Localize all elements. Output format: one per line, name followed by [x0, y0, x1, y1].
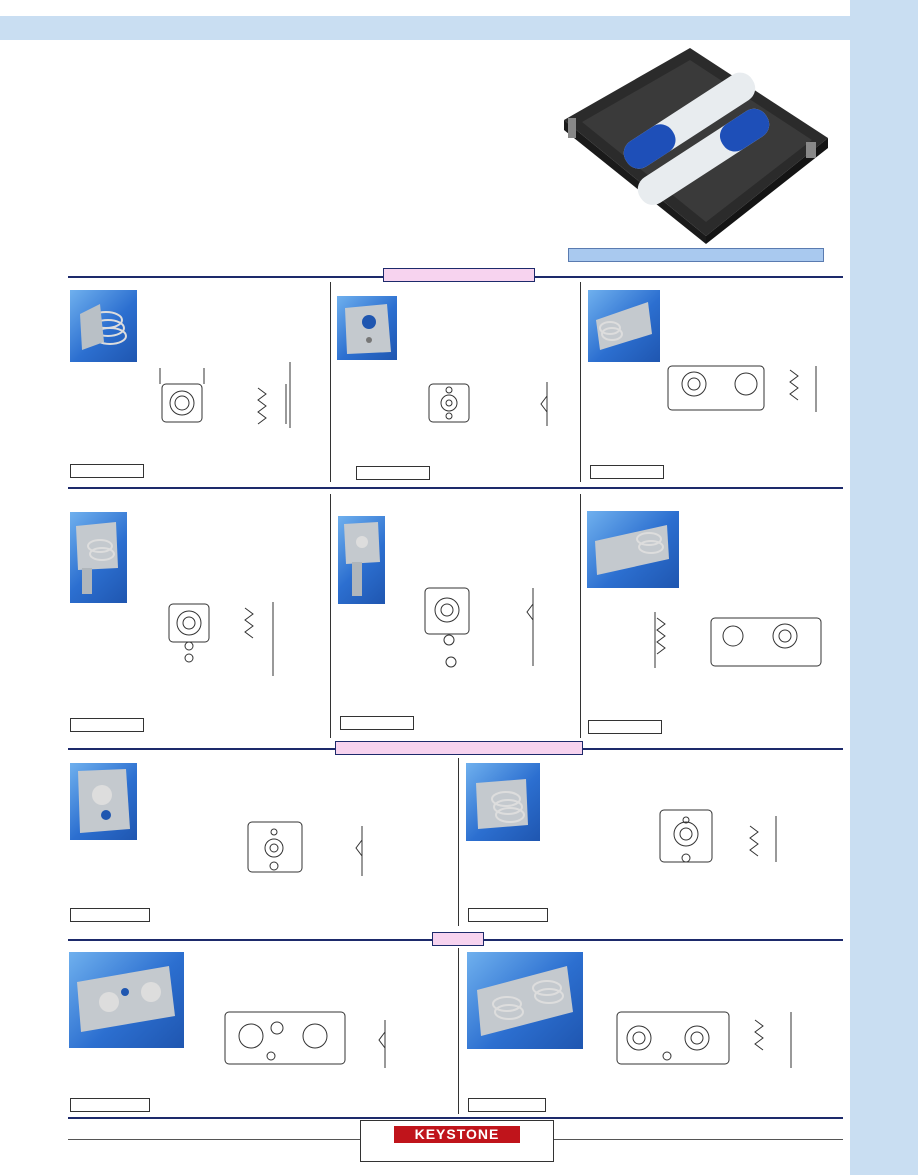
part-caption [340, 716, 414, 730]
part-caption [590, 465, 664, 479]
section-label [432, 932, 484, 946]
dual-spring-contact-photo [587, 511, 679, 588]
dual-contact-photo [588, 290, 660, 362]
part-caption [468, 908, 548, 922]
column-divider [580, 494, 581, 738]
dual-spring-contact-photo [467, 952, 583, 1049]
column-divider [458, 948, 459, 1114]
row-divider [68, 487, 843, 489]
technical-drawing [654, 612, 822, 668]
battery-holder-photo [560, 46, 832, 244]
technical-drawing [424, 587, 534, 668]
flat-contact-photo [70, 763, 137, 840]
part-caption [588, 720, 662, 734]
spring-contact-photo [466, 763, 540, 841]
part-caption [70, 1098, 150, 1112]
technical-drawing [428, 382, 548, 426]
column-divider [458, 758, 459, 926]
spring-contact-photo [70, 290, 137, 362]
part-caption [356, 466, 430, 480]
technical-drawing [667, 365, 817, 412]
flat-contact-photo [337, 296, 397, 360]
keystone-logo: KEYSTONE [360, 1120, 554, 1162]
section-label [335, 741, 583, 755]
part-caption [70, 718, 144, 732]
part-caption [70, 908, 150, 922]
technical-drawing [168, 602, 274, 676]
top-banner [0, 16, 850, 40]
hero-caption [568, 248, 824, 262]
column-divider [580, 282, 581, 482]
column-divider [330, 494, 331, 738]
spring-tab-contact-photo [70, 512, 127, 603]
footer-rule [68, 1117, 843, 1119]
column-divider [330, 282, 331, 482]
technical-drawing [247, 821, 363, 876]
part-caption [70, 464, 144, 478]
technical-drawing [224, 1011, 386, 1068]
logo-text: KEYSTONE [394, 1126, 520, 1143]
dual-flat-contact-photo [69, 952, 184, 1048]
technical-drawing [616, 1011, 792, 1068]
technical-drawing [159, 362, 291, 428]
technical-drawing [659, 809, 777, 863]
flat-tab-contact-photo [338, 516, 385, 604]
part-caption [468, 1098, 546, 1112]
side-tab [850, 0, 918, 1175]
section-label [383, 268, 535, 282]
